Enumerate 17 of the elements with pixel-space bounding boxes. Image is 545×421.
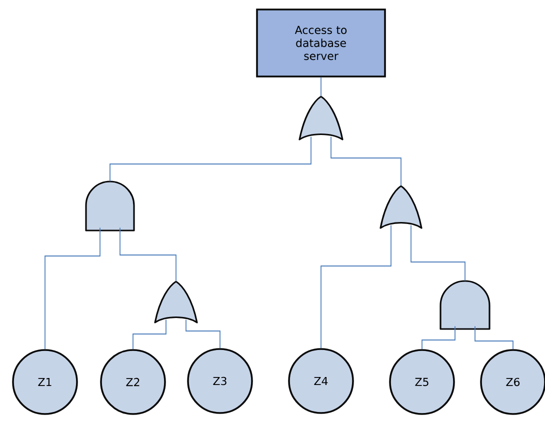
and-gate	[85, 180, 135, 232]
and-gate	[440, 280, 490, 330]
connector-line	[186, 319, 220, 349]
event-box: Access to database server	[256, 8, 386, 78]
connector-line	[120, 227, 176, 282]
connector-line	[474, 326, 514, 350]
connector-line	[320, 76, 322, 97]
connector-line	[44, 227, 100, 350]
connector-line	[110, 136, 312, 182]
or-gate	[154, 280, 198, 324]
connector-line	[422, 326, 456, 350]
connector-line	[320, 224, 392, 349]
or-gate	[380, 185, 422, 229]
or-gate	[298, 96, 344, 140]
connector-line	[410, 224, 466, 282]
connector-line	[330, 136, 402, 186]
connector-line	[132, 319, 166, 350]
